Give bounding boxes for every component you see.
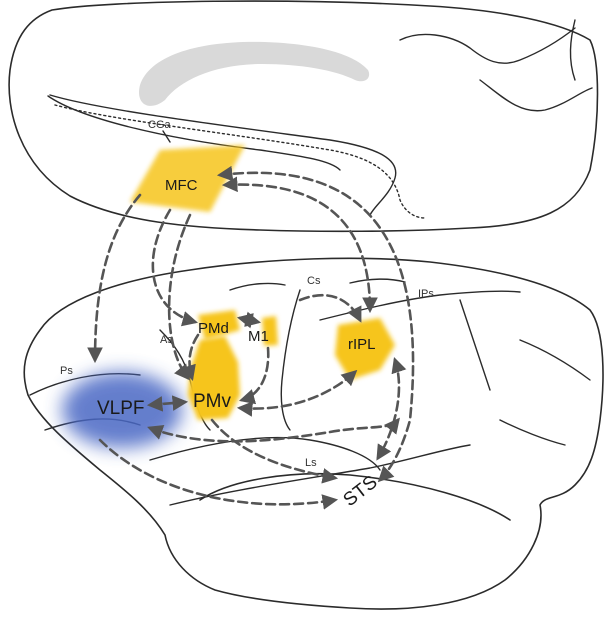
medial-outline [9, 1, 597, 231]
connection-mfc-ripl [225, 185, 370, 310]
ps-label: Ps [60, 365, 73, 377]
ripl-label: rIPL [348, 336, 376, 353]
vlpf-label: VLPF [97, 398, 145, 419]
lateral-view: PMd M1 rIPL VLPF PMv STS Cs IPs As Ps Ls [24, 258, 603, 609]
pmv-label: PMv [193, 391, 232, 412]
connection-mfc-vlpf [95, 195, 140, 360]
connection-ripl-sts [378, 360, 399, 458]
connection-m1-pmv [242, 348, 268, 400]
connection-pmd-m1 [240, 318, 258, 322]
ls-label: Ls [305, 457, 317, 469]
callosum-shape [139, 42, 369, 106]
cga-label: CGa [148, 119, 172, 131]
connection-pmv-sts [212, 420, 335, 478]
pmd-label: PMd [198, 320, 229, 337]
medial-view: MFC CGa [9, 1, 597, 231]
cs-label: Cs [307, 275, 321, 287]
ips-label: IPs [418, 288, 434, 300]
connection-pmd-ripl-loop [300, 295, 360, 320]
connection-mfc-pmd [153, 210, 195, 322]
mfc-label: MFC [165, 177, 198, 194]
m1-label: M1 [248, 328, 269, 345]
